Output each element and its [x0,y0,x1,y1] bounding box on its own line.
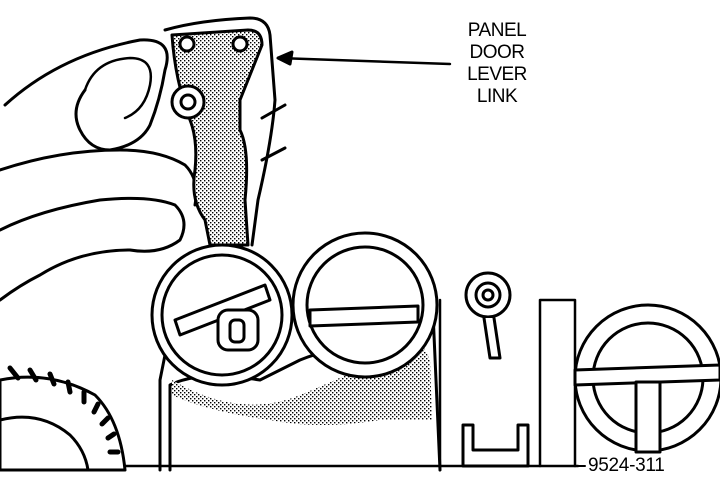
small-knob-stem [482,316,502,360]
finger-outline [3,38,169,152]
drive-wheel-inner [160,253,284,377]
lever-hole-right [231,35,249,53]
right-plate [438,298,577,472]
t-handle-bar [573,363,720,387]
figure-number: 9524-311 [588,455,665,476]
hand-lower [0,196,186,302]
callout-leader [276,56,452,66]
callout-line-4: LINK [476,86,518,107]
finger-nail [83,56,153,120]
t-handle-stem [634,380,662,454]
gear-teeth [7,365,121,455]
pivot-knob-inner [179,93,197,111]
gear-body [0,375,127,472]
callout-line-3: LEVER [467,64,527,85]
callout-arrowhead [276,50,294,66]
middle-wheel-slot [308,304,420,328]
cam-hub-slot [228,318,246,344]
u-clip [461,423,530,468]
shadow-area [172,340,432,425]
lever-hole-left [178,35,196,53]
callout-line-2: DOOR [469,42,526,63]
middle-wheel-inner [305,245,425,365]
small-knob-center [481,288,495,302]
spring-wire-lower [260,146,287,162]
hand-middle [0,148,198,207]
gear-inner-arc [0,415,90,472]
callout-line-1: PANEL [467,20,527,41]
spring-wire-upper [260,103,287,120]
lever-link [170,28,264,247]
